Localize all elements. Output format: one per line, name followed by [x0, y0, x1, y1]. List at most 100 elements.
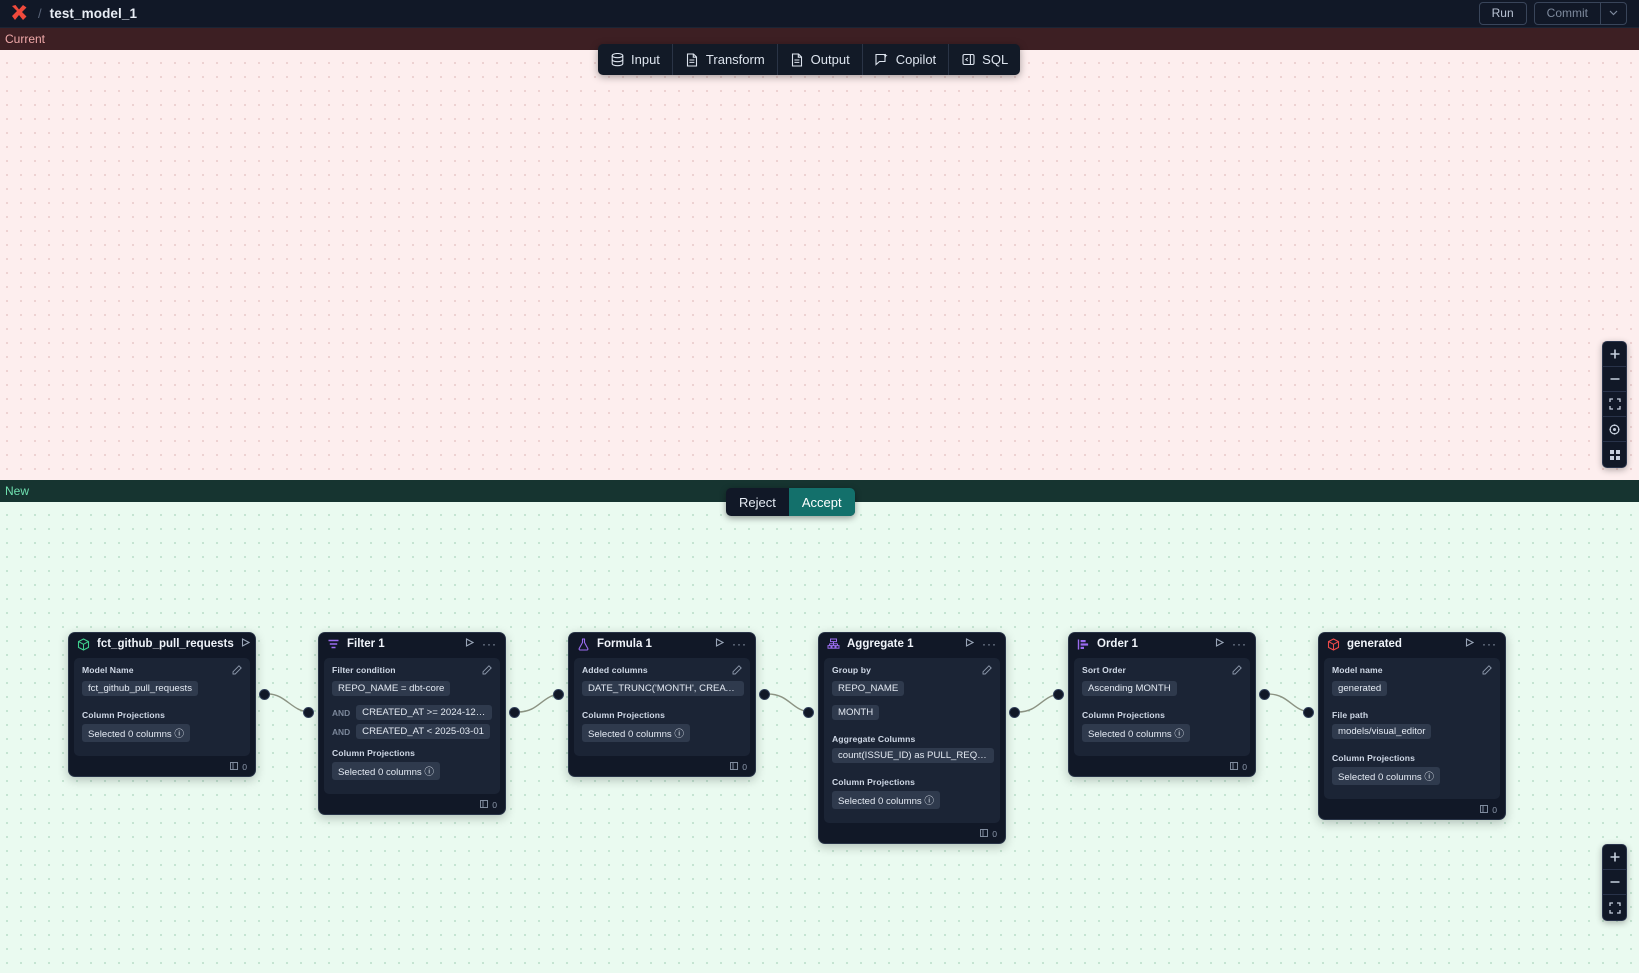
run-node-icon[interactable]	[1215, 638, 1225, 650]
column-projections-chip[interactable]: Selected 0 columns ⓘ	[1332, 767, 1440, 785]
fit-view-icon[interactable]	[1603, 895, 1626, 920]
node-title: generated	[1347, 638, 1402, 650]
edit-pencil-icon[interactable]	[482, 665, 492, 677]
column-projections-chip[interactable]: Selected 0 columns ⓘ	[82, 724, 190, 742]
flow-node-order[interactable]: Order 1 ··· Sort Order Ascending MONTH C…	[1068, 632, 1256, 777]
column-projections-chip[interactable]: Selected 0 columns ⓘ	[582, 724, 690, 742]
minimap-icon[interactable]	[1603, 442, 1626, 467]
canvas-controls-new	[1602, 844, 1627, 921]
flow-node-formula[interactable]: Formula 1 ··· Added columns DATE_TRUNC('…	[568, 632, 756, 777]
lock-target-icon[interactable]	[1603, 417, 1626, 442]
node-header[interactable]: generated ···	[1319, 633, 1505, 655]
file-text-icon	[685, 52, 700, 67]
node-header[interactable]: Formula 1 ···	[569, 633, 755, 655]
commit-button[interactable]: Commit	[1546, 5, 1588, 20]
zoom-out-icon[interactable]	[1603, 870, 1626, 895]
node-menu-icon[interactable]: ···	[1482, 637, 1497, 651]
filter-condition-chip[interactable]: CREATED_AT < 2025-03-01	[356, 724, 491, 739]
edit-pencil-icon[interactable]	[1482, 665, 1492, 677]
section-label: Column Projections	[832, 777, 915, 787]
toolbar-item-transform[interactable]: Transform	[673, 44, 778, 75]
zoom-out-icon[interactable]	[1603, 367, 1626, 392]
node-header[interactable]: Order 1 ···	[1069, 633, 1255, 655]
new-canvas-pane[interactable]: New	[0, 480, 1639, 973]
node-port-input[interactable]	[553, 689, 564, 700]
fit-view-icon[interactable]	[1603, 392, 1626, 417]
xmark-logo-icon[interactable]	[8, 4, 30, 24]
toolbar-item-sql[interactable]: SQL	[949, 44, 1020, 75]
filter-purple-icon	[327, 638, 340, 651]
node-port-input[interactable]	[1303, 707, 1314, 718]
node-port-output[interactable]	[259, 689, 270, 700]
node-menu-icon[interactable]: ···	[732, 637, 747, 651]
toolbar-item-copilot[interactable]: Copilot	[863, 44, 950, 75]
edit-pencil-icon[interactable]	[982, 665, 992, 677]
group-by-chip[interactable]: REPO_NAME	[832, 681, 905, 696]
edit-pencil-icon[interactable]	[732, 665, 742, 677]
node-header[interactable]: fct_github_pull_requests ···	[69, 633, 255, 655]
node-port-input[interactable]	[303, 707, 314, 718]
node-port-input[interactable]	[803, 707, 814, 718]
chevron-down-icon[interactable]	[1600, 2, 1626, 24]
run-node-icon[interactable]	[715, 638, 725, 650]
current-pane-banner: Current	[0, 28, 1639, 50]
node-menu-icon[interactable]: ···	[482, 637, 497, 651]
node-menu-icon[interactable]: ···	[982, 637, 997, 651]
filter-condition-chip[interactable]: REPO_NAME = dbt-core	[332, 681, 451, 696]
toolbar-item-input[interactable]: Input	[598, 44, 673, 75]
group-by-chip[interactable]: MONTH	[832, 705, 880, 720]
accept-button[interactable]: Accept	[788, 488, 855, 516]
node-port-output[interactable]	[1259, 689, 1270, 700]
run-button[interactable]: Run	[1478, 1, 1527, 26]
section-label: Column Projections	[332, 748, 415, 758]
column-projections-chip[interactable]: Selected 0 columns ⓘ	[832, 791, 940, 809]
run-node-icon[interactable]	[465, 638, 475, 650]
node-header-actions: ···	[1215, 638, 1247, 650]
node-port-output[interactable]	[509, 707, 520, 718]
node-port-output[interactable]	[759, 689, 770, 700]
flow-node-aggregate[interactable]: Aggregate 1 ··· Group by REPO_NAME MONTH	[818, 632, 1006, 844]
new-pane-label: New	[5, 484, 30, 498]
node-title: fct_github_pull_requests	[97, 638, 234, 650]
row-count: 0	[492, 800, 497, 810]
run-node-icon[interactable]	[241, 638, 250, 650]
node-header[interactable]: Aggregate 1 ···	[819, 633, 1005, 655]
reject-button[interactable]: Reject	[739, 494, 776, 510]
flow-node-filter[interactable]: Filter 1 ··· Filter condition REPO_NAME …	[318, 632, 506, 815]
filter-condition-chip[interactable]: CREATED_AT >= 2024-12-01	[356, 705, 492, 720]
added-columns-chip[interactable]: DATE_TRUNC('MONTH', CREATED_AT…	[582, 681, 744, 696]
zoom-in-icon[interactable]	[1603, 342, 1626, 367]
node-menu-icon[interactable]: ···	[1232, 637, 1247, 651]
model-name-chip[interactable]: fct_github_pull_requests	[82, 681, 199, 696]
aggregate-columns-chip[interactable]: count(ISSUE_ID) as PULL_REQUEST_…	[832, 748, 994, 763]
sort-purple-icon	[1077, 638, 1090, 651]
flow-node-input[interactable]: fct_github_pull_requests ··· Model Name …	[68, 632, 256, 777]
section-label: Model Name	[82, 665, 134, 675]
flask-purple-icon	[577, 637, 590, 651]
editor-toolbar: Input Transform Output	[598, 44, 1021, 75]
node-section-header: Sort Order	[1082, 665, 1242, 677]
file-path-chip[interactable]: models/visual_editor	[1332, 724, 1432, 739]
node-port-input[interactable]	[1053, 689, 1064, 700]
commit-button-group[interactable]: Commit	[1533, 1, 1627, 25]
edit-pencil-icon[interactable]	[1232, 665, 1242, 677]
run-node-icon[interactable]	[965, 638, 975, 650]
current-canvas-pane[interactable]: Current	[0, 28, 1639, 480]
zoom-in-icon[interactable]	[1603, 845, 1626, 870]
diff-decision-bar: Reject Accept	[726, 488, 855, 516]
toolbar-item-output[interactable]: Output	[778, 44, 863, 75]
row-count: 0	[1492, 805, 1497, 815]
edit-pencil-icon[interactable]	[232, 665, 242, 677]
node-body: Added columns DATE_TRUNC('MONTH', CREATE…	[574, 658, 750, 756]
run-node-icon[interactable]	[1465, 638, 1475, 650]
node-header[interactable]: Filter 1 ···	[319, 633, 505, 655]
flow-node-output[interactable]: generated ··· Model name generated File …	[1318, 632, 1506, 820]
sort-order-chip[interactable]: Ascending MONTH	[1082, 681, 1177, 696]
node-port-output[interactable]	[1009, 707, 1020, 718]
title-bar: / test_model_1 Run Commit	[0, 0, 1639, 28]
column-projections-chip[interactable]: Selected 0 columns ⓘ	[1082, 724, 1190, 742]
node-footer: 0	[1319, 803, 1505, 819]
model-name-chip[interactable]: generated	[1332, 681, 1388, 696]
column-projections-chip[interactable]: Selected 0 columns ⓘ	[332, 762, 440, 780]
